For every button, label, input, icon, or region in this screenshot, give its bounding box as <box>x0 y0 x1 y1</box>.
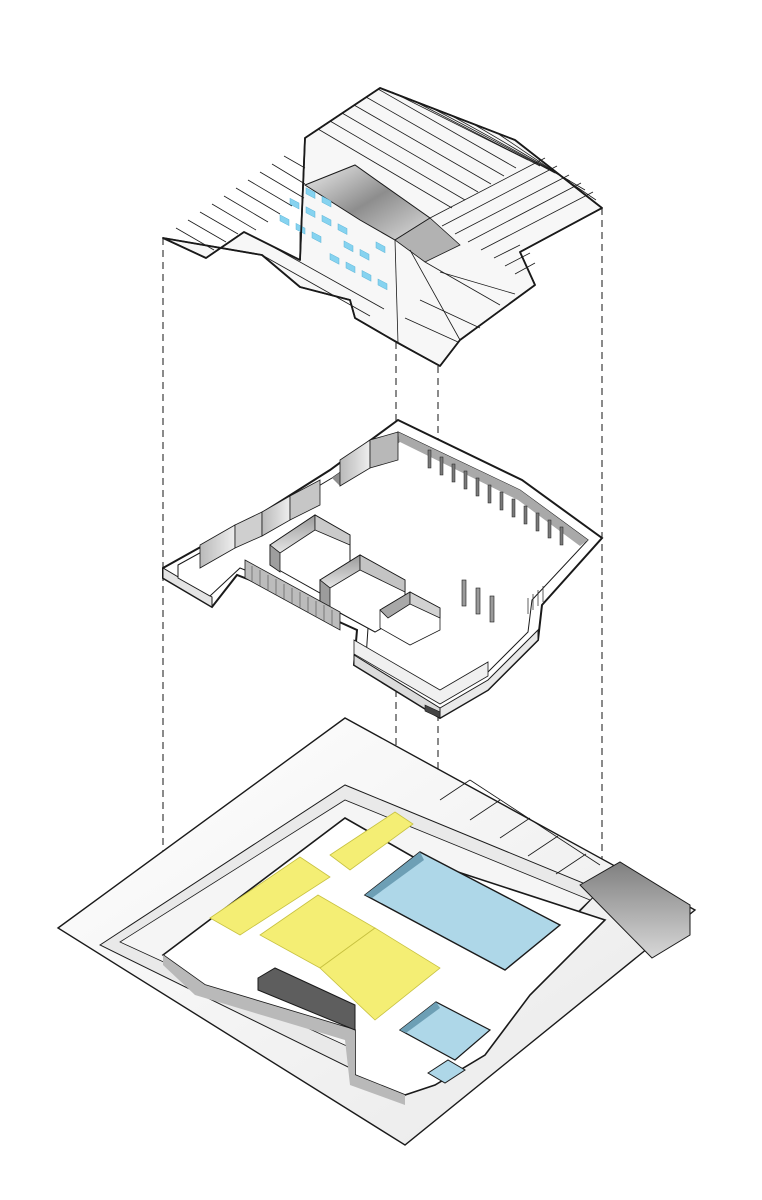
skylight <box>311 231 322 244</box>
yellow-zone <box>329 811 414 871</box>
skylight <box>375 241 386 254</box>
room-block <box>289 479 321 521</box>
room-wall <box>314 514 351 546</box>
front-corner-wall <box>353 639 489 705</box>
room-wall <box>269 544 281 573</box>
freestanding-columns <box>461 579 495 623</box>
fin <box>427 449 432 469</box>
roof-layer <box>162 87 603 367</box>
fin <box>451 463 456 483</box>
room-wall <box>359 554 406 593</box>
column <box>461 579 467 607</box>
yellow-zones <box>209 811 441 1021</box>
skylight <box>361 270 372 282</box>
room-wall <box>409 591 441 619</box>
skylights <box>279 187 388 291</box>
fin <box>559 526 564 546</box>
fin <box>523 505 528 525</box>
roof-planks-upper <box>317 88 597 209</box>
room-block <box>369 431 399 469</box>
fin <box>535 512 540 532</box>
terrace-steps <box>439 779 601 875</box>
platform-shadow-front <box>163 955 405 1105</box>
roof-valley-lower <box>394 217 461 263</box>
site-layer <box>56 717 697 1146</box>
fin <box>439 456 444 476</box>
skylight <box>377 278 388 291</box>
column-fins <box>427 449 564 546</box>
pool-large <box>363 851 562 971</box>
fin <box>475 477 480 497</box>
right-wall-slats <box>527 586 544 614</box>
interior-rooms <box>199 431 441 646</box>
fin <box>499 491 504 511</box>
skylight <box>337 223 348 235</box>
roof-planks-lower <box>261 239 516 367</box>
front-wall-slats <box>251 566 333 626</box>
pool-large-wall <box>365 852 424 898</box>
skylight <box>329 253 340 265</box>
column <box>475 587 481 615</box>
yellow-zone <box>319 927 441 1021</box>
skylight <box>321 195 332 208</box>
fin <box>547 519 552 539</box>
skylight <box>289 197 300 210</box>
skylight <box>305 206 316 218</box>
fin <box>463 470 468 490</box>
sunken-courtyard <box>257 967 356 1031</box>
skylight <box>359 249 370 261</box>
skylight <box>345 261 356 274</box>
roof-planks-right <box>429 157 594 275</box>
skylight <box>343 240 354 253</box>
skylight <box>305 187 316 199</box>
column <box>489 595 495 623</box>
entry-opening <box>424 704 441 719</box>
yellow-zone <box>209 856 331 936</box>
fin <box>487 484 492 504</box>
skylight <box>279 214 290 227</box>
back-wall-shadow <box>398 432 588 546</box>
pool-small-wall <box>400 1002 440 1033</box>
service-pit <box>579 861 691 959</box>
pool-tiny <box>427 1059 466 1084</box>
skylight <box>321 214 332 227</box>
walls-layer <box>162 418 604 720</box>
roof-edge <box>162 87 603 367</box>
fin <box>511 498 516 518</box>
